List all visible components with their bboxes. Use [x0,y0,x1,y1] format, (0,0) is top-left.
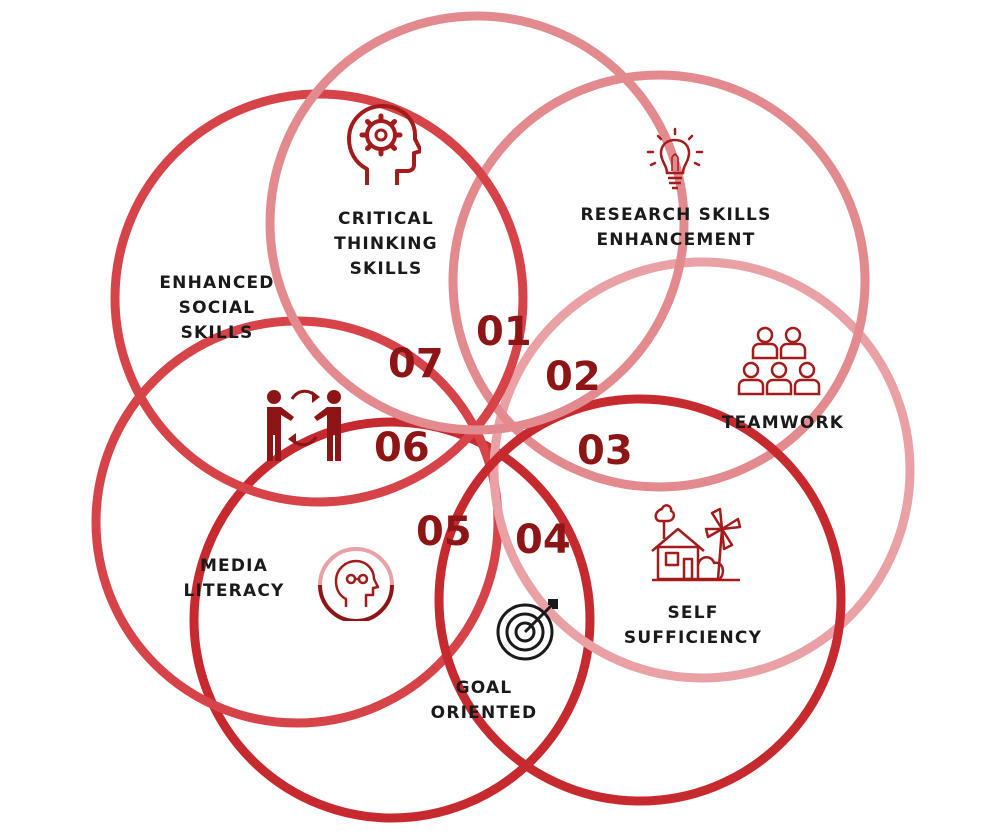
handshake-exchange-icon [267,389,341,461]
circle-teamwork [489,257,915,683]
label-teamwork: TEAMWORK [721,413,845,433]
circle-critical-thinking [265,11,689,435]
number-01: 01 [476,309,532,355]
label-goal-oriented: GOAL ORIENTED [430,678,538,723]
lightbulb-icon [646,127,704,190]
circle-self-sufficiency [434,394,846,806]
people-group-icon [737,326,821,396]
number-05: 05 [416,509,472,555]
number-04: 04 [515,517,571,563]
head-gear-icon [347,104,421,185]
house-windmill-icon [651,504,742,582]
target-arrow-icon [496,599,558,661]
number-03: 03 [577,428,633,474]
number-02: 02 [545,354,601,400]
circle-research-skills [448,70,870,492]
label-media-literacy: MEDIA LITERACY [183,556,285,601]
label-research-skills: RESEARCH SKILLS ENHANCEMENT [580,205,772,250]
label-critical-thinking: CRITICAL THINKING SKILLS [334,209,438,279]
label-enhanced-social: ENHANCED SOCIAL SKILLS [159,273,275,343]
label-self-sufficiency: SELF SUFFICIENCY [623,603,763,648]
circle-goal-oriented [189,417,595,823]
head-circuit-icon [318,547,394,621]
number-06: 06 [374,425,430,471]
number-07: 07 [388,341,444,387]
